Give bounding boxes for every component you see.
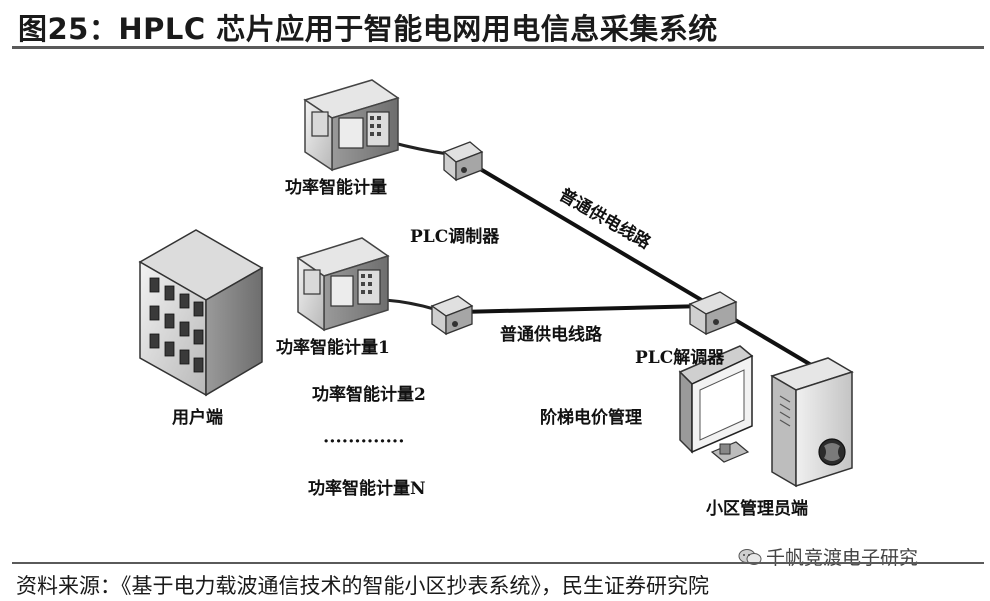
label-meter-1: 功率智能计量1 xyxy=(276,337,390,358)
label-plc-demodulator: PLC解调器 xyxy=(635,347,725,368)
label-line-middle: 普通供电线路 xyxy=(500,324,603,345)
plc-modulator-icon xyxy=(442,141,484,182)
plc-modulator-middle-icon xyxy=(430,295,474,336)
label-ellipsis: ············· xyxy=(323,431,404,452)
user-building-icon xyxy=(138,229,264,397)
power-line-middle xyxy=(459,304,706,314)
label-meter-n: 功率智能计量N xyxy=(308,478,426,499)
power-line-diagonal xyxy=(463,158,852,390)
watermark-text: 千帆竞渡电子研究 xyxy=(766,547,919,569)
label-user-end: 用户端 xyxy=(172,407,223,428)
title-divider xyxy=(12,46,984,49)
meter-1-cable xyxy=(384,298,435,311)
label-tiered-pricing: 阶梯电价管理 xyxy=(540,407,642,428)
source-divider xyxy=(12,562,984,564)
label-admin-end: 小区管理员端 xyxy=(706,498,808,519)
label-meter-top: 功率智能计量 xyxy=(285,177,387,198)
admin-monitor-icon xyxy=(678,345,754,463)
watermark: 千帆竞渡电子研究 xyxy=(738,543,918,570)
smart-meter-1-icon xyxy=(296,237,390,332)
admin-server-icon xyxy=(770,357,854,488)
figure-title: 图25：HPLC 芯片应用于智能电网用电信息采集系统 xyxy=(18,12,718,46)
plc-demodulator-icon xyxy=(688,291,738,336)
label-meter-2: 功率智能计量2 xyxy=(312,384,426,405)
smart-meter-top-icon xyxy=(303,79,400,172)
wechat-icon xyxy=(738,548,762,565)
figure-source: 资料来源：《基于电力载波通信技术的智能小区抄表系统》，民生证券研究院 xyxy=(16,574,709,598)
label-plc-modulator: PLC调制器 xyxy=(410,226,500,247)
